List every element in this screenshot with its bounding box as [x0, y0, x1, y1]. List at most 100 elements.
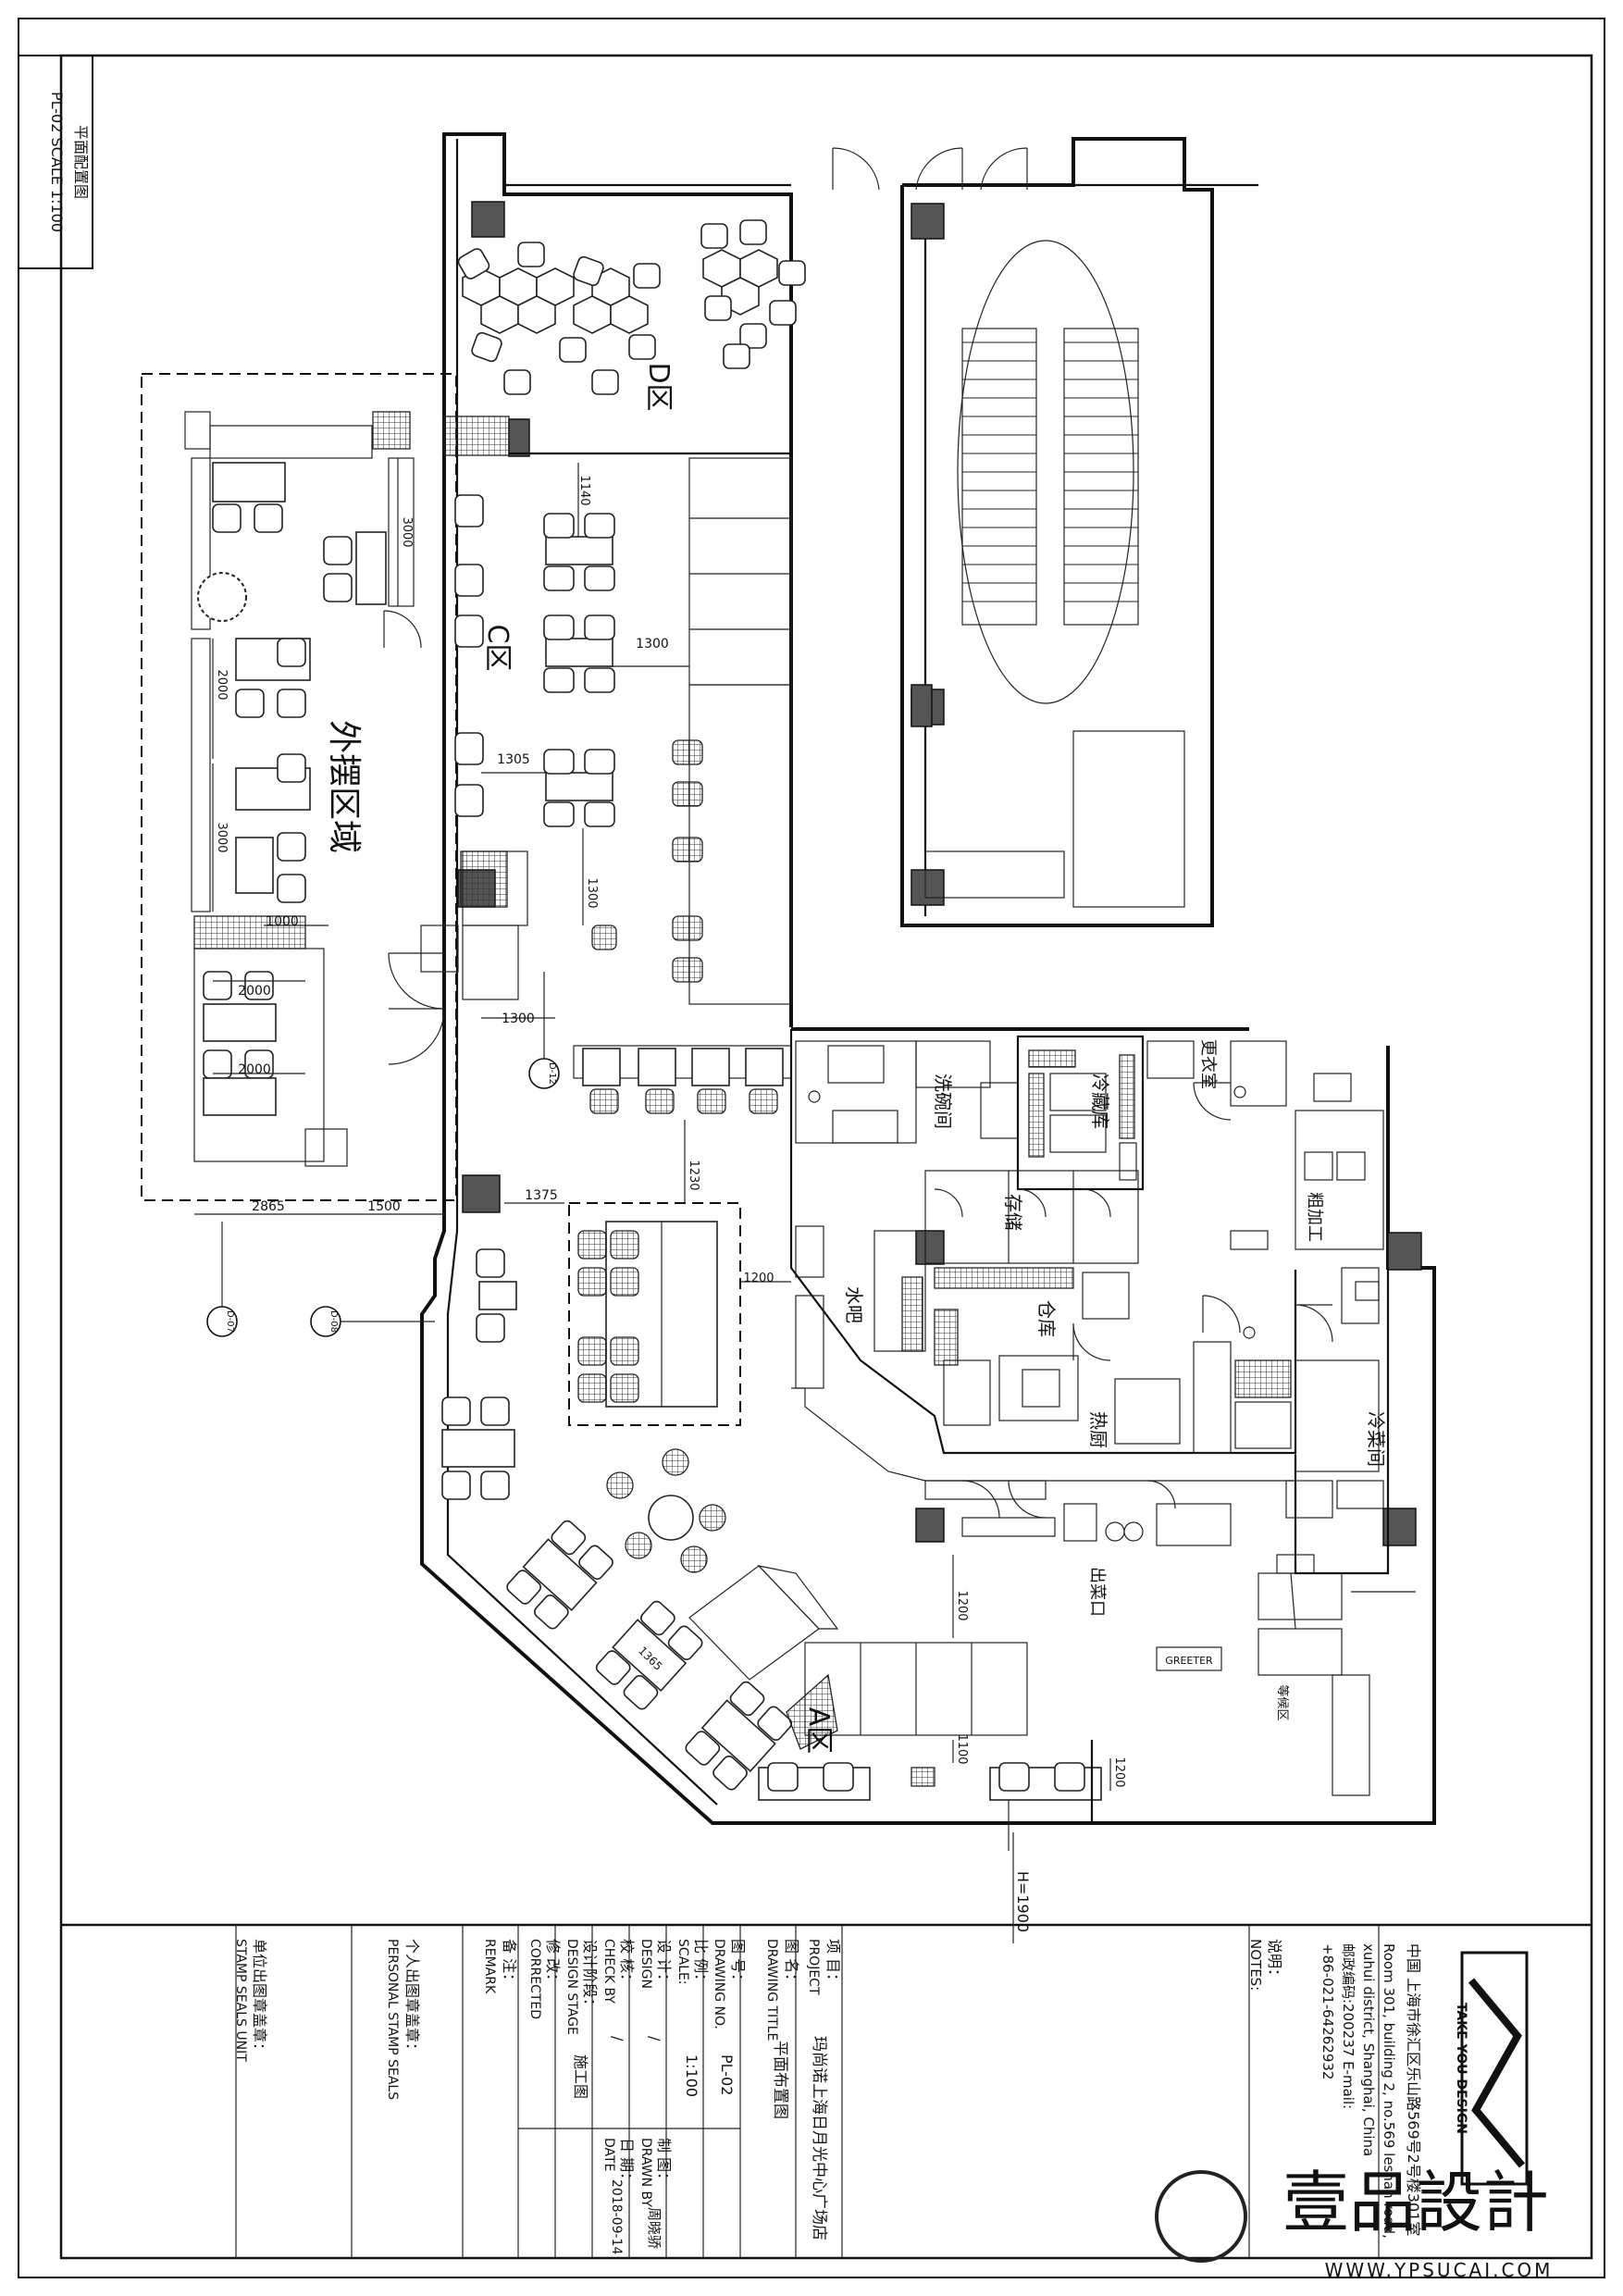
company-logo-icon: TAKE YOU DESIGN — [1454, 1951, 1529, 2186]
a-zone-booths — [688, 1565, 1102, 1801]
dim-label: 1200 — [955, 1590, 969, 1620]
zone-label-c: C区 — [481, 625, 514, 672]
booth-zone-boundary — [568, 1202, 741, 1426]
section-mark-1: D-12 — [528, 972, 560, 1089]
dimension-labels: 1140 3000 1300 2000 1305 3000 1300 1000 … — [215, 475, 1126, 1787]
unit-stamp-label-en: STAMP SEALS UNIT — [233, 1939, 248, 2062]
design-value: / — [646, 2036, 663, 2042]
diagonal-seating — [506, 1520, 793, 1791]
design-label-en: DESIGN — [638, 1939, 653, 1989]
dim-label: 2000 — [238, 1062, 271, 1077]
stage-label: 设计阶段： — [581, 1939, 599, 2013]
section-mark-label: D-12 — [547, 1062, 557, 1085]
column — [462, 1174, 501, 1213]
dim-label: 3000 — [400, 516, 414, 547]
title-block: 中国 上海市徐汇区乐山路569号2号楼301室 Room 301, buildi… — [233, 1925, 1529, 2258]
date-value: 2018-09-14 — [609, 2179, 624, 2254]
outdoor-seating — [184, 411, 415, 1167]
door-west-2 — [388, 952, 445, 1010]
drawn-label-en: DRAWN BY — [638, 2138, 653, 2207]
room-label-exit: 出菜口 — [1087, 1567, 1107, 1617]
company-line: xuhui district, Shanghai, China — [1360, 1943, 1377, 2156]
column — [471, 201, 505, 238]
watermark: 壹品設計 WWW.YPSUCAI.COM — [1155, 2164, 1554, 2281]
room-label-storage: 存储 — [1002, 1194, 1024, 1231]
room-label-greeter: GREETER — [1165, 1655, 1213, 1667]
zone-label-a: A区 — [802, 1707, 835, 1755]
unit-stamp-label: 单位出图章盖章： — [251, 1939, 268, 2057]
round-table — [648, 1495, 694, 1541]
corner-label-title: 平面配置图 — [72, 125, 90, 199]
room-label-waiting: 等候区 — [1275, 1684, 1290, 1720]
dim-label: 1200 — [743, 1272, 774, 1285]
room-label-changing: 更衣室 — [1198, 1039, 1218, 1089]
greeter-desk — [1156, 1646, 1222, 1671]
corrected-label: 修 改： — [544, 1939, 562, 1988]
personal-stamp-label-en: PERSONAL STAMP SEALS — [385, 1939, 400, 2100]
door-top-right — [915, 147, 963, 191]
dim-label: 1200 — [1112, 1756, 1126, 1787]
watermark-seal-icon — [1155, 2170, 1247, 2263]
door-west-3 — [388, 1008, 445, 1065]
drawn-label: 制 图： — [655, 2138, 673, 2187]
door-top-far — [980, 147, 1028, 191]
drawing-title-label-en: DRAWING TITLE — [764, 1939, 779, 2041]
room-label-warehouse: 仓库 — [1035, 1300, 1058, 1337]
personal-stamp-label: 个人出图章盖章： — [403, 1939, 421, 2057]
scale-label: 比 例： — [692, 1939, 710, 1988]
scale-label-en: SCALE: — [675, 1939, 690, 1985]
column — [911, 203, 945, 240]
stage-label-en: DESIGN STAGE — [564, 1939, 579, 2035]
kitchen — [789, 1029, 1417, 1630]
column — [915, 1230, 945, 1265]
room-label-cold-dish: 冷菜间 — [1365, 1411, 1387, 1467]
corner-label: 平面配置图 PL-02 SCALE 1:100 — [18, 55, 93, 269]
design-label: 设 计： — [655, 1939, 673, 1988]
column — [508, 418, 530, 457]
company-logo-text: TAKE YOU DESIGN — [1454, 2003, 1468, 2134]
notes-label-cn: 说明： — [1266, 1939, 1283, 1983]
column — [911, 869, 945, 906]
remark-label: 备 注： — [501, 1939, 518, 1988]
floor-plan: 洗碗间 冷藏库 更衣室 存储 仓库 水吧 热厨 粗加工 冷菜间 出菜口 GREE… — [141, 132, 1436, 1943]
door-west-1 — [383, 610, 422, 649]
remark-label-en: REMARK — [482, 1939, 497, 1994]
company-line: 中国 上海市徐汇区乐山路569号2号楼301室 — [1405, 1943, 1422, 2236]
date-label-en: DATE — [601, 2138, 616, 2171]
section-mark-label: D-08 — [328, 1310, 339, 1333]
dim-label: 2865 — [252, 1199, 285, 1214]
partition-wall — [443, 416, 510, 456]
c-zone-seating — [454, 494, 792, 1114]
notes-label-en: NOTES: — [1247, 1939, 1264, 1991]
project-label-en: PROJECT — [806, 1939, 821, 1995]
room-label-rough-prep: 粗加工 — [1305, 1192, 1324, 1242]
check-label-en: CHECK BY — [601, 1939, 616, 2004]
dim-label: 1305 — [497, 752, 530, 767]
dim-label: 1300 — [636, 637, 669, 652]
dim-label: 1375 — [525, 1188, 558, 1203]
company-line: 邮政编码:200237 E-mail: — [1340, 1943, 1357, 2109]
dim-label: 1140 — [577, 475, 591, 505]
dim-label: 1000 — [266, 914, 299, 929]
room-label-hot-kitchen: 热厨 — [1087, 1411, 1109, 1448]
scale-value: 1:100 — [683, 2054, 700, 2097]
dim-label: 1300 — [585, 877, 599, 908]
check-value: / — [609, 2036, 626, 2042]
wall-stair-shaft — [900, 137, 1214, 927]
room-label-cold-storage: 冷藏库 — [1089, 1074, 1111, 1129]
drawing-title-value: 平面布置图 — [771, 2041, 789, 2119]
d-zone-seating — [457, 219, 806, 395]
stage-value: 施工图 — [572, 2054, 589, 2099]
drawing-no-value: PL-02 — [718, 2054, 736, 2095]
dim-label: 3000 — [215, 822, 229, 852]
watermark-url: WWW.YPSUCAI.COM — [1325, 2259, 1554, 2281]
column — [1387, 1232, 1422, 1271]
drawing-no-label-en: DRAWING NO. — [712, 1939, 726, 2029]
corrected-label-en: CORRECTED — [527, 1939, 542, 2019]
drawing-no-label: 图 号： — [729, 1939, 747, 1988]
room-label-dishwash: 洗碗间 — [932, 1074, 954, 1129]
corner-label-code: PL-02 SCALE 1:100 — [48, 92, 66, 232]
check-label: 校 核： — [618, 1939, 636, 1988]
dim-label: 2000 — [238, 984, 271, 999]
